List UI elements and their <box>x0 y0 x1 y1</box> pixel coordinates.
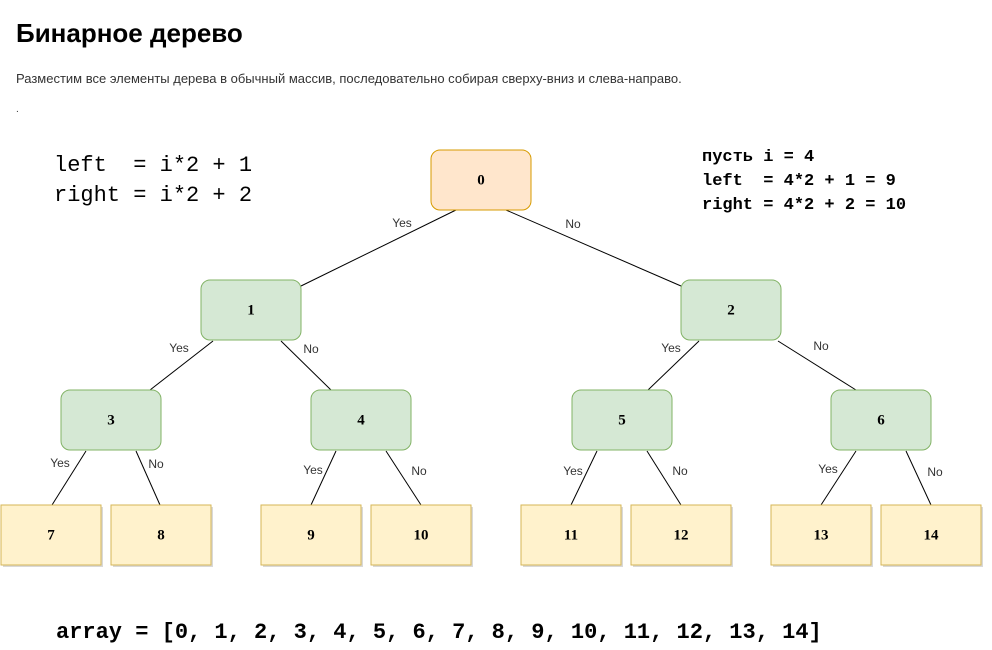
tree-node-0: 0 <box>430 149 532 211</box>
formula-left: left = i*2 + 1 <box>54 153 253 178</box>
tree-edge-4-10 <box>385 450 422 506</box>
tree-node-2: 2 <box>680 279 782 341</box>
tree-node-7: 7 <box>0 504 103 567</box>
node-label-2: 2 <box>727 302 735 318</box>
edge-label-3-8: No <box>148 457 164 471</box>
node-box-7 <box>0 504 102 566</box>
node-label-1: 1 <box>247 302 255 318</box>
edge-label-3-7: Yes <box>50 456 70 470</box>
edge-label-2-5: Yes <box>661 341 681 355</box>
tree-edge-0-2 <box>505 209 682 287</box>
node-label-3: 3 <box>107 412 115 428</box>
example-line-3: right = 4*2 + 2 = 10 <box>702 196 907 215</box>
node-label-8: 8 <box>157 527 165 543</box>
index-example: пусть i = 4 left = 4*2 + 1 = 9 right = 4*2… <box>702 146 906 218</box>
edge-label-2-6: No <box>813 339 829 353</box>
example-line-2: left = 4*2 + 1 = 9 <box>702 172 896 191</box>
tree-node-5: 5 <box>571 389 673 451</box>
tree-edge-5-12 <box>646 450 682 506</box>
tree-node-9: 9 <box>260 504 363 567</box>
tree-edge-1-4 <box>280 340 332 391</box>
tree-node-14: 14 <box>880 504 983 567</box>
node-box-2 <box>680 279 782 341</box>
tree-edge-3-7 <box>51 450 87 506</box>
node-box-1 <box>200 279 302 341</box>
tree-node-4: 4 <box>310 389 412 451</box>
node-box-0 <box>430 149 532 211</box>
page-title: Бинарное дерево <box>16 18 243 48</box>
tree-edge-4-9 <box>310 450 337 506</box>
tree-node-6: 6 <box>830 389 932 451</box>
node-box-5 <box>571 389 673 451</box>
tree-edge-3-8 <box>135 450 161 506</box>
tree-edge-6-14 <box>905 450 932 506</box>
tree-node-1: 1 <box>200 279 302 341</box>
node-label-0: 0 <box>477 172 485 188</box>
node-label-5: 5 <box>618 412 626 428</box>
node-box-13 <box>770 504 872 566</box>
node-label-4: 4 <box>357 412 365 428</box>
node-box-8 <box>110 504 212 566</box>
stray-dot: . <box>16 104 19 115</box>
tree-node-3: 3 <box>60 389 162 451</box>
formula-right: right = i*2 + 2 <box>54 183 253 208</box>
node-label-6: 6 <box>877 412 885 428</box>
tree-edge-1-3 <box>149 340 214 391</box>
node-box-10 <box>370 504 472 566</box>
array-representation: array = [0, 1, 2, 3, 4, 5, 6, 7, 8, 9, 1… <box>56 620 822 645</box>
edge-label-0-1: Yes <box>392 216 412 230</box>
tree-edge-2-5 <box>647 340 700 391</box>
node-label-14: 14 <box>924 527 940 543</box>
page-description: Разместим все элементы дерева в обычный … <box>16 71 682 86</box>
tree-node-10: 10 <box>370 504 473 567</box>
tree-edge-2-6 <box>777 340 857 391</box>
node-box-9 <box>260 504 362 566</box>
node-label-10: 10 <box>414 527 429 543</box>
edge-label-4-9: Yes <box>303 463 323 477</box>
tree-node-13: 13 <box>770 504 873 567</box>
tree-edge-5-11 <box>570 450 598 506</box>
edge-label-6-13: Yes <box>818 462 838 476</box>
tree-node-12: 12 <box>630 504 733 567</box>
tree-node-8: 8 <box>110 504 213 567</box>
example-line-1: пусть i = 4 <box>702 148 815 167</box>
edge-label-4-10: No <box>411 464 427 478</box>
node-box-3 <box>60 389 162 451</box>
tree-node-11: 11 <box>520 504 623 567</box>
tree-edge-6-13 <box>820 450 857 506</box>
node-label-13: 13 <box>814 527 829 543</box>
edge-label-1-4: No <box>303 342 319 356</box>
node-box-11 <box>520 504 622 566</box>
edge-label-0-2: No <box>565 217 581 231</box>
edge-label-1-3: Yes <box>169 341 189 355</box>
index-formula: left = i*2 + 1 right = i*2 + 2 <box>54 151 252 211</box>
edge-label-6-14: No <box>927 465 943 479</box>
node-label-7: 7 <box>47 527 55 543</box>
node-label-12: 12 <box>674 527 689 543</box>
node-box-12 <box>630 504 732 566</box>
node-box-14 <box>880 504 982 566</box>
tree-edge-0-1 <box>300 209 457 287</box>
edge-label-5-12: No <box>672 464 688 478</box>
edge-label-5-11: Yes <box>563 464 583 478</box>
node-label-11: 11 <box>564 527 578 543</box>
node-box-4 <box>310 389 412 451</box>
node-label-9: 9 <box>307 527 315 543</box>
node-box-6 <box>830 389 932 451</box>
